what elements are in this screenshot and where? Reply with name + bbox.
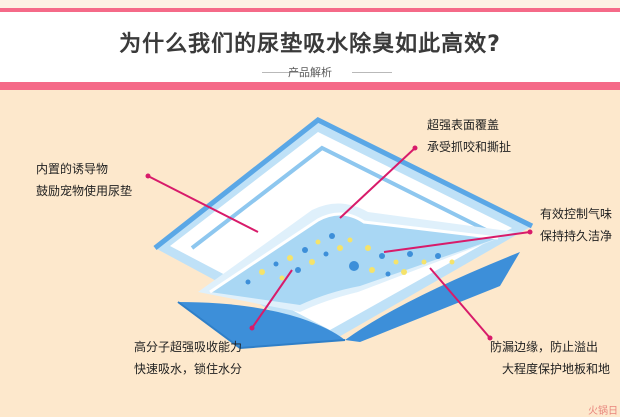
pointer-bottom-right (429, 267, 491, 339)
callout-line: 承受抓咬和撕扯 (427, 140, 512, 154)
header-panel (0, 12, 620, 82)
granule (393, 259, 399, 265)
granule (309, 259, 315, 265)
subtitle-rule-right (352, 72, 392, 73)
callout-line: 有效控制气味 (540, 207, 613, 221)
pad-outer-border (153, 117, 534, 250)
granule (329, 233, 335, 239)
callout-line: 鼓励宠物使用尿垫 (36, 184, 133, 198)
section-absorb-core (210, 213, 498, 305)
absorbent-granules (245, 233, 455, 285)
section-edge-left (177, 301, 346, 350)
granule (347, 237, 353, 243)
granule (401, 269, 407, 275)
granule (349, 261, 359, 271)
granule (379, 253, 385, 259)
granule (245, 279, 251, 285)
pad-inner-rim (190, 145, 491, 250)
granule (435, 253, 441, 259)
pointer-right (383, 231, 531, 253)
pointer-top (339, 147, 416, 219)
callout-line: 内置的诱导物 (36, 162, 109, 176)
callout-top-center: 超强表面覆盖 承受抓咬和撕扯 (427, 114, 511, 158)
section-bottom-layer (178, 302, 345, 348)
pointer-dots (145, 145, 533, 341)
callout-bottom-right: 防漏边缘，防止溢出 大程度保护地板和地 (490, 336, 610, 380)
callout-line: 高分子超强吸收能力 (134, 340, 243, 354)
granule (273, 261, 279, 267)
granule (287, 255, 293, 261)
granule (407, 251, 413, 257)
pointer-bottom-left (251, 269, 293, 329)
callout-right: 有效控制气味 保持持久洁净 (540, 203, 612, 247)
granule (259, 269, 265, 275)
granule (369, 267, 375, 273)
callout-bottom-left: 高分子超强吸收能力 快速吸水，锁住水分 (134, 336, 242, 380)
callout-line: 快速吸水，锁住水分 (134, 362, 243, 376)
callout-line: 超强表面覆盖 (427, 118, 500, 132)
page-subtitle: 产品解析 (288, 66, 332, 79)
section-core-outline (209, 212, 499, 294)
top-strip (0, 0, 620, 8)
granule (449, 259, 455, 265)
granule (337, 245, 343, 251)
pointer-dot (249, 325, 255, 331)
pointer-left (147, 175, 259, 233)
granule (279, 275, 285, 281)
callout-line: 保持持久洁净 (540, 229, 613, 243)
pointer-lines (147, 147, 531, 339)
granule (302, 247, 308, 253)
pointer-dot (412, 145, 418, 151)
granule (323, 251, 329, 257)
callout-left: 内置的诱导物 鼓励宠物使用尿垫 (36, 158, 132, 202)
granule (295, 267, 301, 273)
pointer-dot (145, 173, 151, 179)
granule (315, 239, 321, 245)
section-bottom-layer-right (345, 252, 520, 342)
page-title: 为什么我们的尿垫吸水除臭如此高效? (119, 32, 501, 57)
pointer-dot (487, 335, 493, 341)
subtitle-rule-left (262, 72, 302, 73)
pointer-dot (527, 229, 533, 235)
watermark: 火锅日 (588, 406, 618, 417)
callout-line: 防漏边缘，防止溢出 (490, 340, 599, 354)
callout-line: 大程度保护地板和地 (502, 362, 611, 376)
granule (385, 271, 391, 277)
granule (421, 259, 427, 265)
granule (365, 245, 371, 251)
